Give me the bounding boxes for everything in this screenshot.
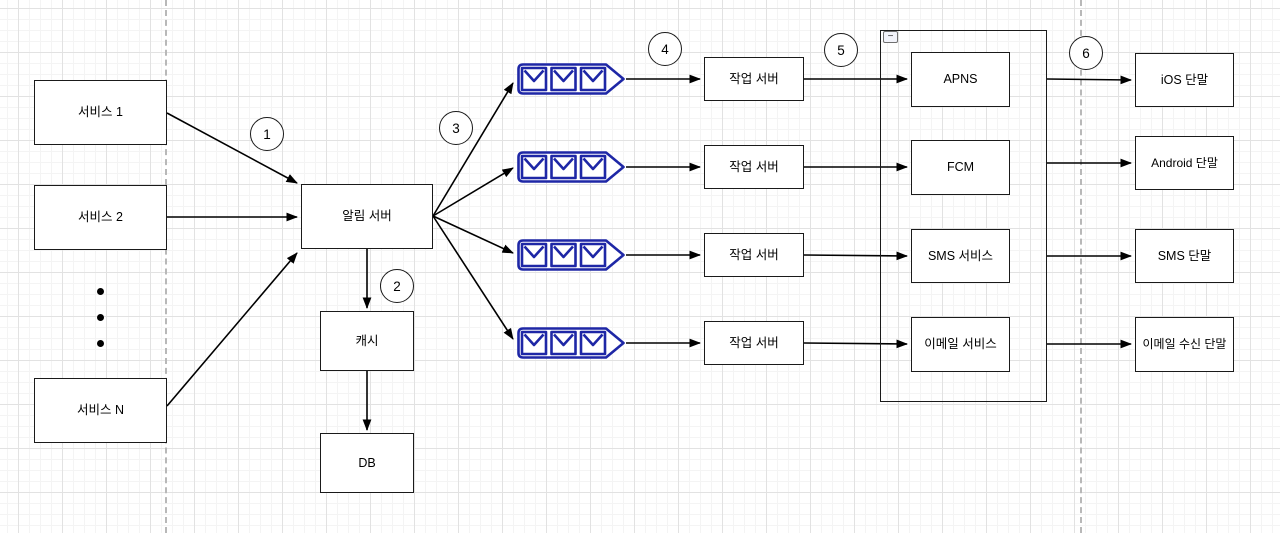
- node-label: 작업 서버: [729, 335, 779, 350]
- node-ios-device[interactable]: iOS 단말: [1135, 53, 1234, 107]
- node-fcm[interactable]: FCM: [911, 140, 1010, 195]
- ellipsis-dot: [97, 288, 104, 295]
- node-label: SMS 서비스: [927, 248, 994, 263]
- node-label: 작업 서버: [729, 159, 779, 174]
- step-badge-label: 3: [452, 120, 460, 136]
- node-email-service[interactable]: 이메일 서비스: [911, 317, 1010, 372]
- step-badge-5[interactable]: 5: [824, 33, 858, 67]
- node-service-n[interactable]: 서비스 N: [34, 378, 167, 443]
- node-label: FCM: [946, 160, 975, 174]
- step-badge-2[interactable]: 2: [380, 269, 414, 303]
- node-worker-4[interactable]: 작업 서버: [704, 321, 804, 365]
- node-worker-2[interactable]: 작업 서버: [704, 145, 804, 189]
- collapse-group-button[interactable]: −: [883, 31, 898, 43]
- message-queue-icon-1[interactable]: [519, 65, 624, 94]
- message-queue-icon-4[interactable]: [519, 329, 624, 358]
- node-label: 이메일 서비스: [924, 337, 997, 351]
- node-label: SMS 단말: [1157, 248, 1212, 263]
- arrow-service1-to-notification-server: [166, 112, 298, 184]
- arrow-notification-server-to-queue-4: [432, 215, 514, 340]
- node-label: 작업 서버: [729, 71, 779, 86]
- arrow-apns-to-ios-device: [1046, 75, 1132, 85]
- arrow-notification-server-to-queue-2: [432, 167, 514, 217]
- step-badge-4[interactable]: 4: [648, 32, 682, 66]
- message-queue-icon-3[interactable]: [519, 241, 624, 270]
- node-worker-1[interactable]: 작업 서버: [704, 57, 804, 101]
- node-label: iOS 단말: [1160, 72, 1209, 87]
- node-notification-server[interactable]: 알림 서버: [301, 184, 433, 249]
- node-label: 캐시: [355, 333, 379, 348]
- step-badge-6[interactable]: 6: [1069, 36, 1103, 70]
- minus-icon: −: [887, 31, 894, 42]
- ellipsis-dot: [97, 314, 104, 321]
- node-sms-device[interactable]: SMS 단말: [1135, 229, 1234, 283]
- node-label: 서비스 1: [78, 105, 123, 119]
- node-cache[interactable]: 캐시: [320, 311, 414, 371]
- node-apns[interactable]: APNS: [911, 52, 1010, 107]
- node-label: Android 단말: [1151, 155, 1218, 170]
- ellipsis-dot: [97, 340, 104, 347]
- page-guide-right: [1080, 0, 1082, 533]
- node-label: APNS: [943, 72, 978, 86]
- page-guide-left: [165, 0, 167, 533]
- step-badge-label: 1: [263, 126, 271, 142]
- node-email-device[interactable]: 이메일 수신 단말: [1135, 317, 1234, 372]
- node-service-1[interactable]: 서비스 1: [34, 80, 167, 145]
- node-label: 작업 서버: [729, 247, 779, 262]
- node-android-device[interactable]: Android 단말: [1135, 136, 1234, 190]
- arrow-worker4-to-email-service: [803, 339, 908, 349]
- arrow-notification-server-to-queue-1: [432, 82, 514, 217]
- node-label: 이메일 수신 단말: [1142, 337, 1227, 352]
- node-worker-3[interactable]: 작업 서버: [704, 233, 804, 277]
- node-db[interactable]: DB: [320, 433, 414, 493]
- message-queue-icon-2[interactable]: [519, 153, 624, 182]
- step-badge-label: 4: [661, 41, 669, 57]
- arrow-notification-server-to-queue-3: [432, 215, 514, 254]
- node-label: 서비스 N: [76, 403, 124, 417]
- node-label: DB: [358, 455, 376, 470]
- step-badge-3[interactable]: 3: [439, 111, 473, 145]
- step-badge-label: 5: [837, 42, 845, 58]
- node-label: 알림 서버: [342, 209, 392, 223]
- step-badge-label: 6: [1082, 45, 1090, 61]
- node-label: 서비스 2: [78, 210, 123, 224]
- step-badge-1[interactable]: 1: [250, 117, 284, 151]
- arrow-serviceN-to-notification-server: [166, 252, 298, 407]
- node-service-2[interactable]: 서비스 2: [34, 185, 167, 250]
- node-sms-service[interactable]: SMS 서비스: [911, 229, 1010, 283]
- arrow-worker3-to-sms-service: [803, 251, 908, 261]
- provider-group-container[interactable]: [880, 30, 1047, 402]
- step-badge-label: 2: [393, 278, 401, 294]
